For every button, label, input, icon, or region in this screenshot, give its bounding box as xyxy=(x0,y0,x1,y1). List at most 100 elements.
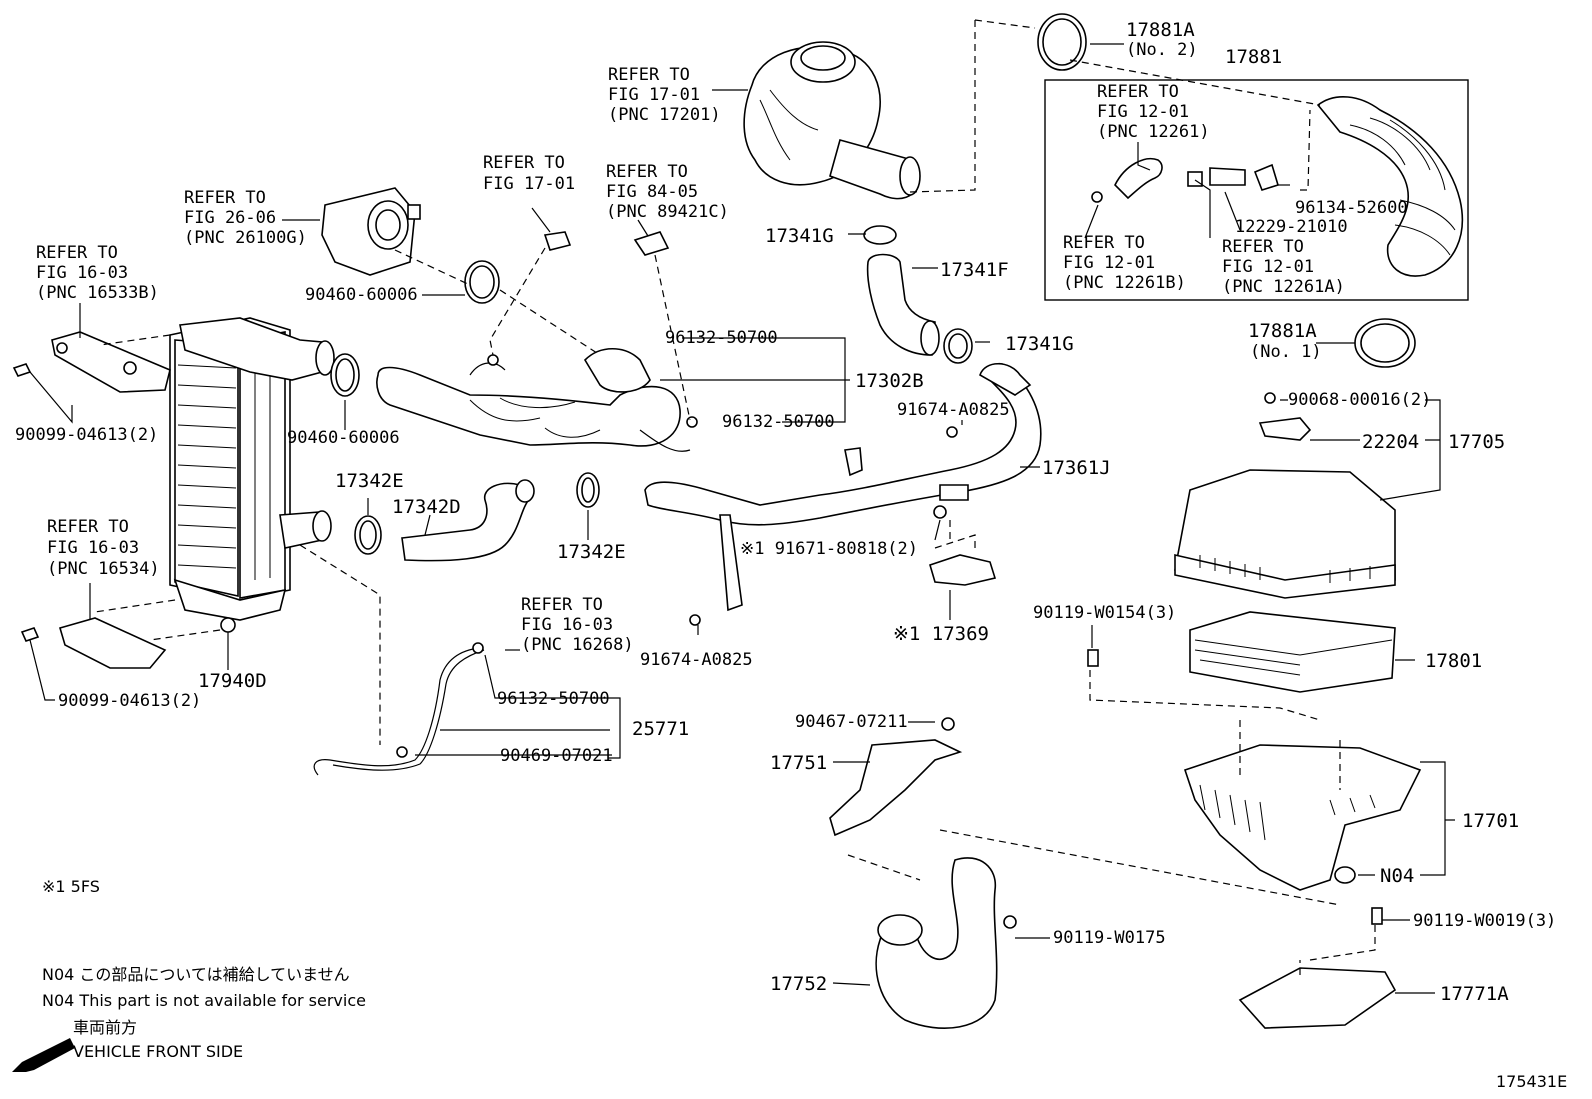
part-96134-52600: 96134-52600 xyxy=(1295,198,1408,218)
part-25771: 25771 xyxy=(632,718,689,740)
part-90460-60006-upper: 90460-60006 xyxy=(305,285,418,305)
svg-text:FIG 16-03: FIG 16-03 xyxy=(521,615,613,635)
part-17302B: 17302B xyxy=(855,370,924,392)
clamp-17881A-no2-illustration xyxy=(1037,13,1087,71)
hose-17342D-illustration xyxy=(401,479,535,562)
duct-17751-illustration xyxy=(829,717,963,837)
svg-text:REFER TO: REFER TO xyxy=(36,243,118,263)
air-cleaner-cap-17705-illustration xyxy=(1174,392,1396,599)
part-17369: ※1 17369 xyxy=(893,623,989,645)
part-91671-80818: ※1 91671-80818(2) xyxy=(740,539,918,559)
part-90099-04613-upper: 90099-04613(2) xyxy=(15,425,158,445)
bracket-lower-illustration xyxy=(20,617,236,669)
svg-text:REFER TO: REFER TO xyxy=(521,595,603,615)
clamp-90460-upper-illustration xyxy=(464,260,500,304)
svg-text:(PNC 17201): (PNC 17201) xyxy=(608,105,721,125)
refer-to-fig-17-01-turbo: REFER TO FIG 17-01 (PNC 17201) xyxy=(608,65,721,125)
svg-text:FIG 12-01: FIG 12-01 xyxy=(1222,257,1314,277)
part-96132-50700-lower: 96132-50700 xyxy=(497,689,610,709)
part-17771A: 17771A xyxy=(1440,983,1509,1005)
svg-text:(PNC 12261A): (PNC 12261A) xyxy=(1222,277,1345,297)
part-90119-W0175: 90119-W0175 xyxy=(1053,928,1166,948)
clamp-90460-lower-illustration xyxy=(330,353,360,397)
note-n04-english: N04 This part is not available for servi… xyxy=(42,991,366,1010)
svg-text:(PNC 16534): (PNC 16534) xyxy=(47,559,160,579)
bracket-upper-illustration xyxy=(12,331,171,393)
part-17881: 17881 xyxy=(1225,46,1282,68)
bracket-17771A-illustration xyxy=(1238,967,1397,1029)
part-17801: 17801 xyxy=(1425,650,1482,672)
part-17361J: 17361J xyxy=(1042,457,1111,479)
figure-id: 175431E xyxy=(1496,1072,1567,1091)
svg-text:REFER TO: REFER TO xyxy=(1097,82,1179,102)
part-17701: 17701 xyxy=(1462,810,1519,832)
vehicle-front-arrow-icon xyxy=(12,1038,75,1072)
part-90099-04613-lower: 90099-04613(2) xyxy=(58,691,201,711)
refer-to-fig-17-01: REFER TO FIG 17-01 xyxy=(483,153,575,194)
svg-text:FIG 16-03: FIG 16-03 xyxy=(36,263,128,283)
part-90119-W0019: 90119-W0019(3) xyxy=(1413,911,1556,931)
part-90068-00016: 90068-00016(2) xyxy=(1288,390,1431,410)
svg-text:REFER TO: REFER TO xyxy=(1063,233,1145,253)
part-N04: N04 xyxy=(1380,865,1414,887)
svg-text:FIG 12-01: FIG 12-01 xyxy=(1063,253,1155,273)
air-cleaner-hose-17881-illustration xyxy=(1091,95,1464,277)
turbocharger-illustration xyxy=(743,41,921,200)
svg-text:FIG 26-06: FIG 26-06 xyxy=(184,208,276,228)
hose-17341F-illustration xyxy=(866,253,940,356)
part-17751: 17751 xyxy=(770,752,827,774)
refer-to-fig-12-01-12261: REFER TO FIG 12-01 (PNC 12261) xyxy=(1097,82,1210,142)
sensor-illustration xyxy=(487,231,698,428)
part-91674-A0825-upper: 91674-A0825 xyxy=(897,400,1010,420)
part-91674-A0825-lower: 91674-A0825 xyxy=(640,650,753,670)
svg-text:REFER TO: REFER TO xyxy=(483,153,565,173)
clamp-17342E-right-illustration xyxy=(576,472,600,508)
refer-to-fig-12-01-12261b: REFER TO FIG 12-01 (PNC 12261B) xyxy=(1063,233,1186,293)
svg-text:(PNC 89421C): (PNC 89421C) xyxy=(606,202,729,222)
svg-text:(PNC 16533B): (PNC 16533B) xyxy=(36,283,159,303)
svg-text:(PNC 26100G): (PNC 26100G) xyxy=(184,228,307,248)
intercooler-illustration xyxy=(169,317,335,621)
clamp-17341G-lower-illustration xyxy=(943,328,973,364)
part-17940D: 17940D xyxy=(198,670,267,692)
part-17705: 17705 xyxy=(1448,431,1505,453)
refer-to-fig-26-06: REFER TO FIG 26-06 (PNC 26100G) xyxy=(184,188,307,248)
part-96132-50700-mid: 96132-50700 xyxy=(722,412,835,432)
intercooler-hose-17302B-illustration xyxy=(376,348,691,452)
svg-text:(PNC 12261B): (PNC 12261B) xyxy=(1063,273,1186,293)
part-17881A-no2-sub: (No. 2) xyxy=(1126,40,1198,60)
part-22204: 22204 xyxy=(1362,431,1419,453)
part-17342D: 17342D xyxy=(392,496,461,518)
refer-to-fig-84-05: REFER TO FIG 84-05 (PNC 89421C) xyxy=(606,162,729,222)
svg-text:REFER TO: REFER TO xyxy=(47,517,129,537)
part-17342E-left: 17342E xyxy=(335,470,404,492)
part-17881A-no1-sub: (No. 1) xyxy=(1250,342,1322,362)
svg-text:REFER TO: REFER TO xyxy=(184,188,266,208)
part-17341G-upper: 17341G xyxy=(765,225,834,247)
clamp-17342E-left-illustration xyxy=(354,515,382,555)
vacuum-hose-25771-illustration xyxy=(313,642,485,776)
part-96132-50700-upper: 96132-50700 xyxy=(665,328,778,348)
bracket-17369-illustration xyxy=(689,426,997,626)
part-17341F: 17341F xyxy=(940,259,1009,281)
air-filter-17801-illustration xyxy=(1189,611,1396,693)
svg-text:REFER TO: REFER TO xyxy=(608,65,690,85)
svg-text:REFER TO: REFER TO xyxy=(606,162,688,182)
svg-text:FIG 17-01: FIG 17-01 xyxy=(483,174,575,194)
refer-to-fig-16-03-16534: REFER TO FIG 16-03 (PNC 16534) xyxy=(47,517,160,579)
air-cleaner-case-17701-illustration xyxy=(1087,649,1422,925)
refer-to-fig-16-03-16268: REFER TO FIG 16-03 (PNC 16268) xyxy=(521,595,634,655)
part-17881A-no1: 17881A xyxy=(1248,320,1317,342)
vehicle-front-japanese: 車両前方 xyxy=(73,1018,137,1037)
part-17342E-right: 17342E xyxy=(557,541,626,563)
refer-to-fig-16-03-16533b: REFER TO FIG 16-03 (PNC 16533B) xyxy=(36,243,159,303)
throttle-body-illustration xyxy=(321,187,421,276)
part-17881A-no2: 17881A xyxy=(1126,19,1195,41)
part-17752: 17752 xyxy=(770,973,827,995)
svg-text:REFER TO: REFER TO xyxy=(1222,237,1304,257)
svg-text:FIG 84-05: FIG 84-05 xyxy=(606,182,698,202)
leader-lines xyxy=(29,19,1469,994)
footnote-5fs: ※1 5FS xyxy=(42,877,100,896)
refer-to-fig-12-01-12261a: REFER TO FIG 12-01 (PNC 12261A) xyxy=(1222,237,1345,297)
